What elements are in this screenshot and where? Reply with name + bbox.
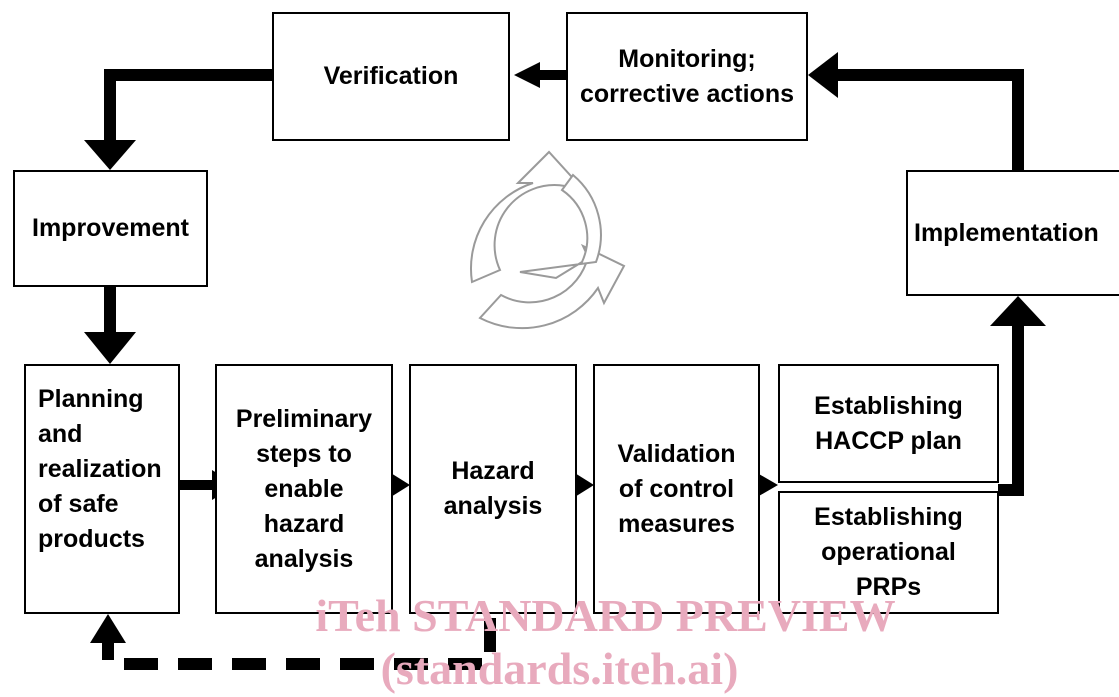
preliminary-steps-box: Preliminary steps to enable hazard analy…: [215, 364, 393, 614]
implementation-label: Implementation: [914, 218, 1099, 247]
arrow-haccp-to-implementation-head: [990, 296, 1046, 326]
arrow-monitoring-to-verification-head: [514, 62, 540, 88]
recycle-arrows-icon: [470, 150, 626, 330]
arrow-verification-to-improvement-head: [84, 140, 136, 170]
arrow-implementation-to-monitoring-head: [808, 52, 838, 98]
haccp-plan-label: Establishing HACCP plan: [814, 391, 963, 455]
implementation-box: Implementation: [906, 170, 1119, 296]
haccp-plan-box: Establishing HACCP plan: [778, 364, 999, 483]
arrow-verification-to-improvement: [104, 69, 272, 140]
preliminary-steps-label: Preliminary steps to enable hazard analy…: [235, 404, 373, 573]
planning-box: Planning and realization of safe product…: [24, 364, 180, 614]
hazard-analysis-box: Hazard analysis: [409, 364, 577, 614]
monitoring-label: Monitoring; corrective actions: [580, 44, 794, 108]
arrow-haccp-to-implementation: [998, 326, 1024, 496]
operational-prps-label: Establishing operational PRPs: [814, 503, 963, 601]
arrow-improvement-to-planning-head: [84, 332, 136, 364]
dashed-feedback-arrow-head: [90, 614, 126, 643]
validation-label: Validation of control measures: [617, 439, 736, 538]
improvement-label: Improvement: [32, 214, 189, 242]
planning-label: Planning and realization of safe product…: [38, 385, 162, 553]
improvement-box: Improvement: [13, 170, 208, 287]
arrow-implementation-to-monitoring: [838, 69, 1024, 170]
verification-box: Verification: [272, 12, 510, 141]
operational-prps-box: Establishing operational PRPs: [778, 491, 999, 614]
dashed-feedback-arrow: [102, 618, 496, 670]
validation-box: Validation of control measures: [593, 364, 760, 614]
hazard-analysis-label: Hazard analysis: [443, 457, 543, 520]
verification-label: Verification: [323, 62, 459, 90]
monitoring-box: Monitoring; corrective actions: [566, 12, 808, 141]
